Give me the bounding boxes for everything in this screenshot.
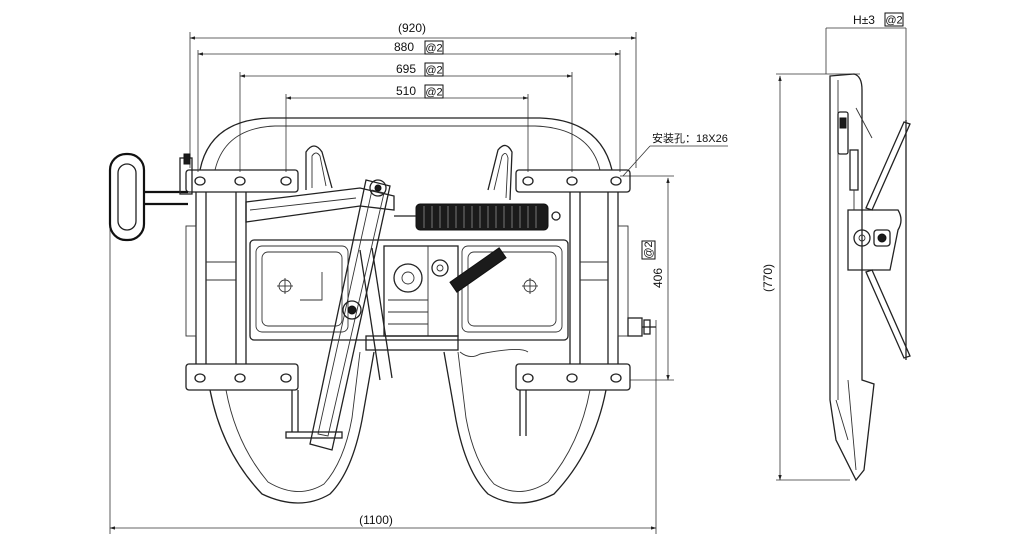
tolerance-box xyxy=(424,62,444,77)
install-hole-annotation: 安装孔：18X26 xyxy=(652,131,728,145)
dim-406-label: 406 xyxy=(651,268,665,288)
mounting-holes xyxy=(194,176,622,383)
tolerance-label: @2 xyxy=(425,87,442,99)
dim-695-label: 695 xyxy=(396,62,416,76)
dim-h-label: H±3 xyxy=(853,13,875,27)
dim-920-label: (920) xyxy=(398,21,426,35)
pull-handle xyxy=(108,152,193,242)
tolerance-box xyxy=(641,240,656,260)
release-lever xyxy=(309,179,393,451)
tolerance-box xyxy=(884,12,904,27)
side-view xyxy=(776,27,911,482)
dim-1100-label: (1100) xyxy=(359,513,393,527)
front-view xyxy=(108,117,656,504)
tolerance-box xyxy=(424,40,444,55)
spring-coil xyxy=(415,203,549,231)
dim-770-label: (770) xyxy=(761,264,775,292)
tolerance-label: @2 xyxy=(643,241,655,258)
tolerance-box xyxy=(424,84,444,99)
tolerance-label: @2 xyxy=(885,15,902,27)
dim-880-label: 880 xyxy=(394,40,414,54)
tolerance-label: @2 xyxy=(425,43,442,55)
dimension-lines xyxy=(109,32,728,534)
tolerance-label: @2 xyxy=(425,65,442,77)
dim-510-label: 510 xyxy=(396,84,416,98)
dimension-labels: (920) 880 @2 695 @2 510 @2 (1100) 406 @2… xyxy=(359,12,904,527)
